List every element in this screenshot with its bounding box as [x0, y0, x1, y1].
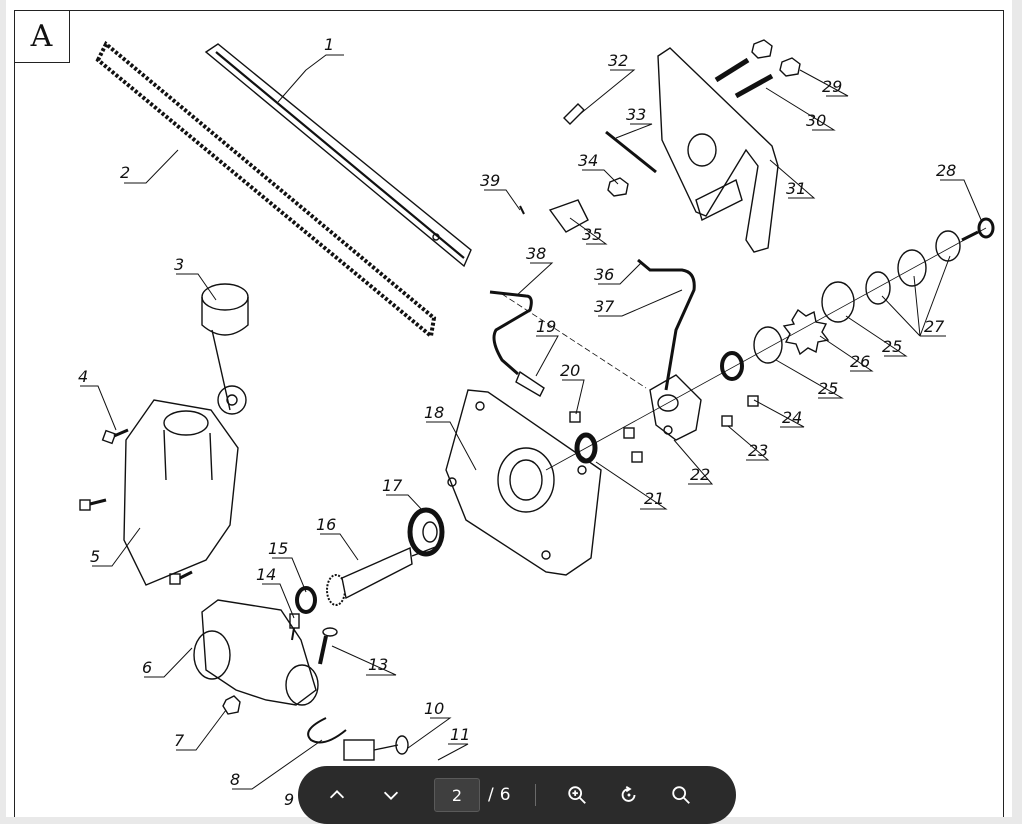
callout-38: 38	[526, 244, 546, 263]
callout-4: 4	[78, 367, 88, 386]
section-letter: A	[30, 18, 53, 54]
part-pin-32	[563, 103, 585, 125]
callout-9: 9	[284, 790, 294, 809]
part-cover-plate	[445, 389, 602, 576]
callout-25a: 25	[818, 379, 838, 398]
callout-5: 5	[90, 547, 100, 566]
callout-36: 36	[594, 265, 614, 284]
part-washer-27a	[865, 271, 891, 305]
callout-39: 39	[480, 171, 500, 190]
part-oil-pump	[649, 374, 702, 441]
part-washer-27b	[897, 249, 927, 287]
part-stud-30b	[734, 73, 774, 99]
part-nut-29a	[751, 39, 773, 59]
callout-27: 27	[924, 317, 945, 336]
callout-7: 7	[174, 731, 185, 750]
callout-20: 20	[560, 361, 580, 380]
toolbar-divider	[534, 784, 536, 806]
callout-6: 6	[142, 658, 152, 677]
part-shaft-housing	[193, 599, 319, 706]
part-oil-cap	[201, 283, 249, 411]
part-bolt-28	[961, 217, 995, 242]
rotate-icon	[621, 785, 635, 802]
part-bearing-17	[407, 507, 445, 557]
callout-19: 19	[536, 317, 556, 336]
part-stud-30a	[714, 57, 750, 83]
part-pin-39	[519, 205, 525, 215]
section-letter-box: A	[14, 10, 70, 63]
part-washer-27c	[935, 230, 961, 262]
callout-23: 23	[748, 441, 768, 460]
callout-21: 21	[644, 489, 664, 508]
total-pages: 6	[499, 785, 511, 805]
part-oil-pipe	[489, 290, 533, 376]
callout-3: 3	[174, 255, 184, 274]
callout-25b: 25	[882, 337, 902, 356]
part-bolt-13	[318, 627, 338, 665]
callout-1: 1	[324, 35, 334, 54]
part-tension-screw	[605, 130, 657, 174]
pdf-viewer-toolbar: / 6	[298, 766, 736, 824]
part-bolts-20-23	[569, 395, 759, 463]
callout-26: 26	[850, 352, 870, 371]
part-pinion	[343, 735, 409, 761]
part-chain-guard	[657, 47, 779, 253]
zoom-in-button[interactable]	[556, 774, 598, 816]
callout-35: 35	[582, 225, 602, 244]
part-washer-25a	[753, 326, 783, 364]
callout-32: 32	[608, 51, 628, 70]
exploded-parts-diagram: 1 2 3 4 5 6 7 8 9 10 11 13 14 15 16 17 1…	[78, 35, 995, 809]
part-oil-filter	[217, 385, 247, 415]
next-page-button[interactable]	[370, 774, 412, 816]
rotate-button[interactable]	[608, 774, 650, 816]
part-gear-housing	[123, 399, 239, 586]
callout-28: 28	[936, 161, 956, 180]
search-button[interactable]	[660, 774, 702, 816]
callout-8: 8	[230, 770, 240, 789]
part-bolt-4	[101, 428, 129, 445]
callout-2: 2	[120, 163, 130, 182]
part-washer-24	[720, 351, 744, 381]
callout-29: 29	[822, 77, 842, 96]
part-washer-25b	[821, 281, 855, 323]
callout-10: 10	[424, 699, 444, 718]
part-nut-34	[607, 177, 629, 197]
chevron-up-icon	[329, 790, 345, 799]
zoom-in-icon	[567, 786, 586, 804]
part-bearing-15	[295, 586, 317, 614]
callout-30: 30	[806, 111, 826, 130]
part-nozzle-19	[515, 370, 545, 397]
part-sprocket	[782, 308, 830, 356]
part-circlip	[307, 717, 347, 744]
previous-page-button[interactable]	[316, 774, 358, 816]
callout-17: 17	[382, 476, 403, 495]
callout-33: 33	[626, 105, 646, 124]
callout-11: 11	[450, 725, 470, 744]
search-icon	[671, 786, 690, 804]
callout-15: 15	[268, 539, 288, 558]
part-bearing-21	[574, 432, 598, 464]
part-oil-line	[637, 258, 696, 391]
part-chain	[95, 40, 437, 340]
part-gear-shaft	[326, 545, 439, 606]
chevron-down-icon	[383, 791, 399, 800]
page-number-input[interactable]	[434, 778, 480, 812]
part-screw-14	[289, 613, 300, 641]
page-separator: /	[488, 785, 494, 805]
part-bolt-lower	[79, 498, 193, 585]
callout-22: 22	[690, 465, 710, 484]
part-guide-bar	[204, 43, 472, 268]
part-nut-29b	[779, 57, 801, 77]
callout-16: 16	[316, 515, 336, 534]
drawing-frame	[14, 10, 1004, 817]
callout-34: 34	[578, 151, 598, 170]
callout-18: 18	[424, 403, 444, 422]
callout-37: 37	[594, 297, 615, 316]
callout-14: 14	[256, 565, 276, 584]
callout-31: 31	[786, 179, 806, 198]
document-page: A	[6, 0, 1012, 817]
part-nut-7	[222, 695, 241, 715]
callout-24: 24	[782, 408, 802, 427]
callout-13: 13	[368, 655, 388, 674]
